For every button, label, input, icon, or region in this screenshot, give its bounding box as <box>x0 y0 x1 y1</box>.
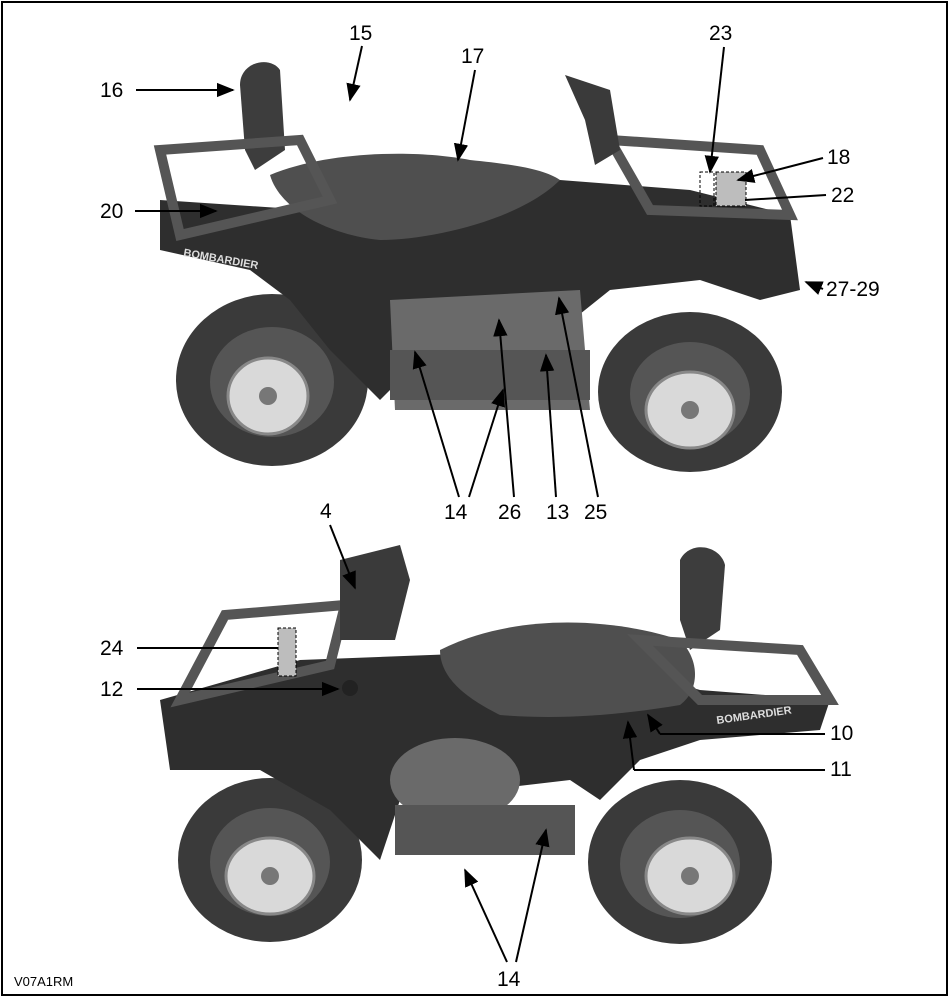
callout-11: 11 <box>830 758 852 781</box>
callout-18: 18 <box>827 146 850 169</box>
callout-13: 13 <box>546 501 569 524</box>
callout-4: 4 <box>320 500 332 523</box>
atv-left-side-photo: BOMBARDIER <box>160 545 839 944</box>
footboard <box>390 350 590 400</box>
engine-left <box>390 738 520 822</box>
backrest-left <box>680 547 725 650</box>
callout-14-top: 14 <box>444 501 468 524</box>
front-wheel <box>598 312 782 472</box>
label-box-18-22 <box>715 171 747 207</box>
callout-22: 22 <box>831 184 854 207</box>
leader-lines-top <box>135 45 827 498</box>
callout-23: 23 <box>709 22 732 45</box>
label-box-24 <box>277 627 297 677</box>
callout-25: 25 <box>584 501 607 524</box>
rear-rack <box>153 134 338 242</box>
rear-wheel-right <box>588 780 772 944</box>
leader-lines-bottom <box>137 524 825 963</box>
callout-12: 12 <box>100 678 123 701</box>
callout-24: 24 <box>100 637 124 660</box>
footboard-left <box>395 805 575 855</box>
front-rack <box>601 134 798 221</box>
handlebar-left <box>340 545 410 640</box>
backrest <box>240 62 285 170</box>
callout-14-bottom: 14 <box>497 968 521 991</box>
seat <box>270 153 560 240</box>
callout-26: 26 <box>498 501 521 524</box>
handlebar <box>565 75 620 165</box>
seat-left <box>440 622 695 717</box>
fuel-cap-12 <box>342 680 358 696</box>
body-fender <box>160 180 800 400</box>
front-rack-left <box>170 599 352 708</box>
rear-rack-left <box>627 634 839 705</box>
callout-10: 10 <box>830 722 853 745</box>
callout-17: 17 <box>461 45 484 68</box>
atv-right-side-photo: BOMBARDIER <box>153 62 800 472</box>
callout-27-29: 27-29 <box>826 278 880 301</box>
front-wheel-left <box>178 778 362 942</box>
callout-20: 20 <box>100 200 123 223</box>
figure-code: V07A1RM <box>14 974 73 989</box>
callout-16: 16 <box>100 79 123 102</box>
callout-15: 15 <box>349 22 372 45</box>
